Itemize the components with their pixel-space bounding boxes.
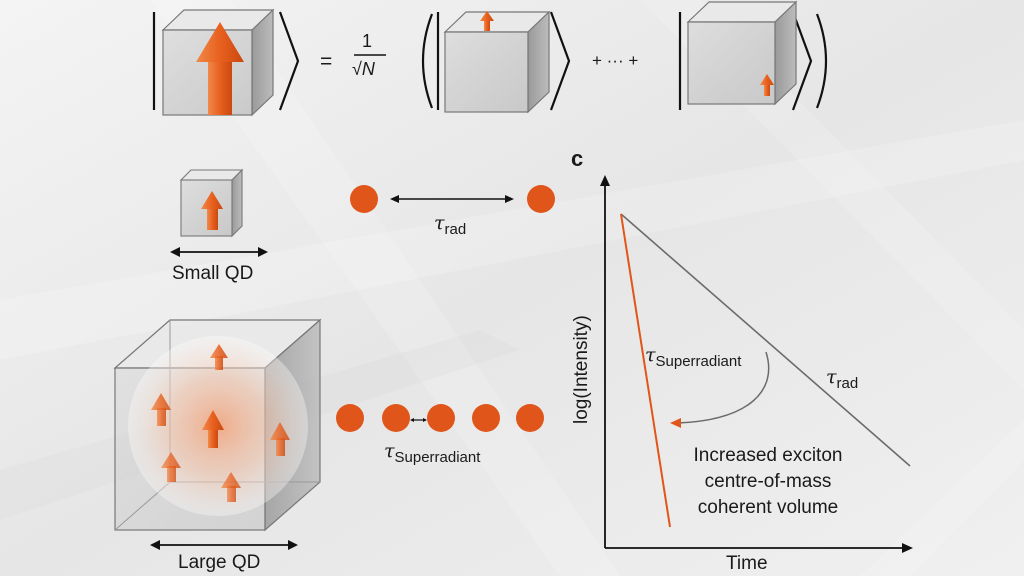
emission-dot [472, 404, 500, 432]
panel-label-c: c [571, 146, 584, 171]
arrow-icon [151, 393, 171, 426]
ket-angle-n [791, 11, 813, 111]
equals-sign: = [320, 50, 333, 73]
equation-row [152, 0, 828, 117]
fraction-denominator: √N [352, 59, 375, 79]
tau-subscript: rad [444, 221, 467, 238]
emission-dot [350, 185, 378, 213]
tau-symbol: τ [826, 366, 837, 388]
annotation-line-1: Increased exciton [693, 445, 843, 466]
tau-rad-interval-arrow [390, 195, 514, 203]
cube-site-1 [443, 10, 551, 114]
tau-symbol: τ [434, 212, 445, 234]
tau-subscript: Superradiant [655, 353, 742, 370]
emission-dot [382, 404, 410, 432]
tau-rad-label: τrad [434, 212, 467, 238]
cube-large-qd [113, 318, 322, 532]
tau-subscript: rad [836, 375, 859, 392]
paren-left [421, 13, 434, 109]
tau-rad-curve-label: τrad [826, 366, 859, 392]
arrow-icon [760, 74, 774, 96]
paren-right [815, 13, 828, 109]
large-qd-group [113, 318, 544, 550]
curved-arrow [670, 351, 770, 428]
large-qd-size-arrow [150, 540, 298, 550]
arrow-icon [270, 422, 290, 456]
arrow-icon [221, 472, 241, 502]
y-axis [600, 175, 610, 548]
radiative-decay-line [620, 213, 911, 467]
small-qd-size-arrow [170, 247, 268, 257]
arrow-icon [480, 11, 494, 31]
tau-superradiant-interval-arrow [410, 418, 427, 422]
cube-small-qd [179, 168, 244, 238]
ket-angle-left [278, 11, 300, 111]
arrow-icon [210, 344, 228, 370]
x-axis-label: Time [726, 553, 768, 574]
y-axis-label: log(Intensity) [571, 315, 592, 424]
tau-subscript: Superradiant [394, 449, 481, 466]
annotation-line-2: centre-of-mass [704, 471, 832, 492]
cube-site-n [686, 0, 798, 106]
cube-large-arrow [161, 8, 275, 117]
emission-dot [427, 404, 455, 432]
arrow-icon [161, 452, 181, 482]
ellipsis-sum: + ··· + [592, 51, 639, 70]
tau-superradiant-curve-label: τSuperradiant [645, 344, 742, 370]
emission-dot [336, 404, 364, 432]
x-axis [605, 543, 913, 553]
emission-dot [527, 185, 555, 213]
arrow-icon [202, 410, 224, 448]
annotation-line-3: coherent volume [697, 497, 839, 518]
tau-superradiant-label: τSuperradiant [384, 440, 481, 466]
fraction-numerator: 1 [362, 31, 373, 51]
small-qd-group [170, 168, 555, 257]
small-qd-label: Small QD [172, 263, 254, 284]
ket-angle-1 [549, 11, 571, 111]
tau-symbol: τ [384, 440, 395, 462]
superradiant-decay-line [620, 213, 671, 528]
large-qd-label: Large QD [178, 552, 261, 573]
arrow-icon [201, 191, 223, 230]
tau-symbol: τ [645, 344, 656, 366]
decay-plot [600, 175, 913, 553]
emission-dot [516, 404, 544, 432]
arrow-icon [196, 22, 244, 115]
